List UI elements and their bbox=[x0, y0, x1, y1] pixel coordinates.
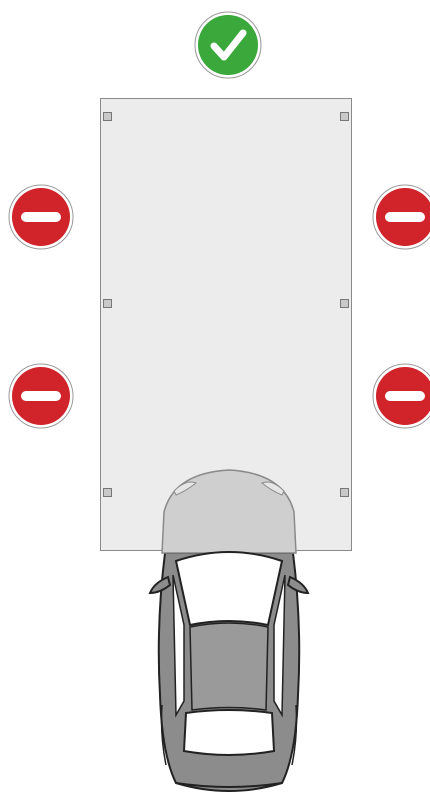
pad-marker bbox=[103, 299, 112, 308]
no-entry-icon bbox=[372, 184, 430, 250]
pad-marker bbox=[103, 488, 112, 497]
car-top-view-icon bbox=[146, 465, 312, 796]
no-entry-icon bbox=[8, 184, 74, 250]
pad-marker bbox=[340, 112, 349, 121]
pad-marker bbox=[340, 299, 349, 308]
pad-marker bbox=[340, 488, 349, 497]
pad-marker bbox=[103, 112, 112, 121]
check-circle-icon bbox=[194, 11, 262, 79]
no-entry-icon bbox=[8, 363, 74, 429]
no-entry-icon bbox=[372, 363, 430, 429]
